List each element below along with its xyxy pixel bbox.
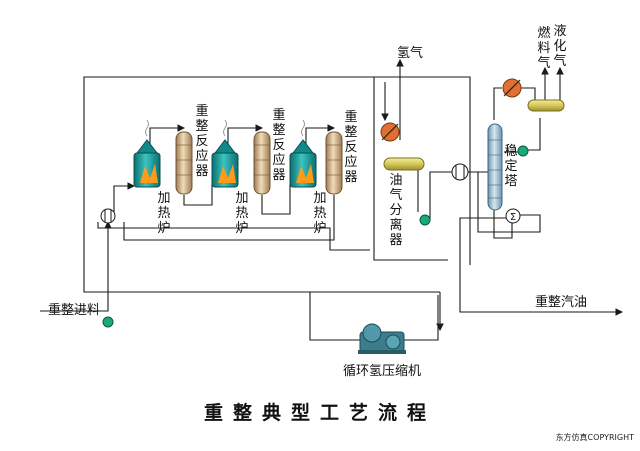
- stabilizer-label: 稳定塔: [504, 144, 518, 189]
- heater-1[interactable]: [133, 119, 161, 188]
- stabilizer-reflux-drum[interactable]: [527, 99, 565, 112]
- feed-exchanger[interactable]: [100, 208, 116, 224]
- feed-pump[interactable]: [102, 316, 114, 328]
- heater-3-label: 加热炉: [313, 191, 327, 236]
- reactor-2-label: 重整反应器: [272, 108, 286, 183]
- separator-cooler[interactable]: [380, 122, 400, 142]
- compressor-label: 循环氢压缩机: [343, 364, 422, 379]
- oil-gas-separator[interactable]: [383, 157, 425, 171]
- heater-3[interactable]: [289, 119, 317, 188]
- lpg-label: 液化气: [553, 24, 567, 69]
- svg-text:Σ: Σ: [510, 212, 516, 223]
- separator-label: 油气分离器: [389, 173, 403, 248]
- reformate-label: 重整汽油: [535, 295, 588, 310]
- stabilizer-condenser[interactable]: [502, 78, 522, 98]
- pipelines: [40, 58, 624, 341]
- heater-2-label: 加热炉: [235, 191, 249, 236]
- diagram-title: 重整典型工艺流程: [203, 402, 436, 424]
- reactor-3-label: 重整反应器: [344, 110, 358, 185]
- hydrogen-label: 氢气: [397, 46, 424, 61]
- stabilizer-exchanger[interactable]: [451, 163, 469, 181]
- fuel-gas-label: 燃料气: [537, 26, 551, 71]
- separator-pump[interactable]: [419, 214, 431, 226]
- heater-2[interactable]: [211, 119, 239, 188]
- heater-1-label: 加热炉: [157, 191, 171, 236]
- feed-label: 重整进料: [48, 303, 101, 318]
- reflux-pump[interactable]: [517, 145, 529, 157]
- stabilizer-column[interactable]: [487, 123, 503, 211]
- reactor-1-label: 重整反应器: [195, 104, 209, 179]
- copyright-text: 东方仿真COPYRIGHT: [555, 433, 634, 442]
- reboiler[interactable]: Σ: [505, 208, 521, 224]
- reactor-3[interactable]: [325, 131, 343, 195]
- recycle-hydrogen-compressor[interactable]: [358, 323, 406, 354]
- reactor-1[interactable]: [175, 131, 193, 195]
- reactor-2[interactable]: [253, 131, 271, 195]
